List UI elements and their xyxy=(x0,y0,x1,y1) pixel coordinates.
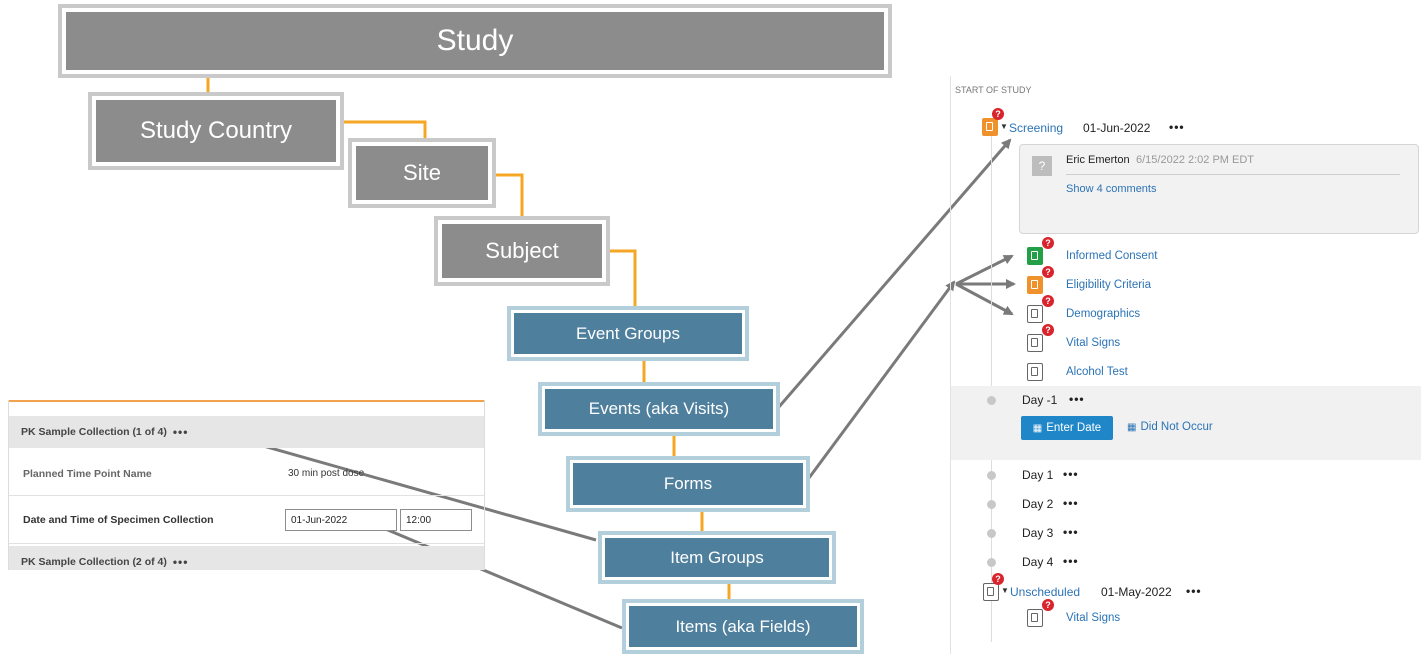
day-minus1-dot xyxy=(987,396,996,405)
arrow-forms-to-timeline xyxy=(804,280,956,483)
connector-site-subject xyxy=(490,173,524,220)
day-2-dot xyxy=(987,500,996,509)
day-3-menu-icon[interactable]: ••• xyxy=(1063,525,1079,539)
item-group-header[interactable]: PK Sample Collection (1 of 4) ••• xyxy=(9,416,484,448)
subject-box: Subject xyxy=(438,220,606,282)
day-1-label: Day 1 xyxy=(1022,468,1054,482)
screening-query-badge: ? xyxy=(992,108,1004,120)
study-box: Study xyxy=(62,8,888,74)
unscheduled-link[interactable]: Unscheduled xyxy=(1010,585,1081,599)
unscheduled-date: 01-May-2022 xyxy=(1101,585,1172,599)
study-country-box: Study Country xyxy=(92,96,340,166)
unscheduled-caret-icon[interactable]: ▼ xyxy=(1001,586,1009,595)
planned-time-row: Planned Time Point Name 30 min post dose xyxy=(9,452,484,496)
day-2-label: Day 2 xyxy=(1022,497,1054,511)
forms-label: Forms xyxy=(663,474,713,493)
items-label: Items (aka Fields) xyxy=(675,616,811,636)
events-label: Events (aka Visits) xyxy=(588,399,730,418)
site-box: Site xyxy=(352,142,492,204)
forms-box: Forms xyxy=(570,460,806,508)
eligibility-criteria-icon xyxy=(1027,276,1043,294)
study-country-label: Study Country xyxy=(139,117,293,144)
comment-author: Eric Emerton xyxy=(1066,154,1130,166)
calendar-icon: ▦ xyxy=(1032,422,1043,434)
day-1-dot xyxy=(987,471,996,480)
day-1-menu-icon[interactable]: ••• xyxy=(1063,467,1079,481)
calendar-x-icon: ▦ xyxy=(1127,422,1137,433)
eligibility-criteria-badge: ? xyxy=(1042,266,1054,278)
enter-date-button[interactable]: ▦ Enter Date xyxy=(1021,416,1113,440)
event-groups-label: Event Groups xyxy=(576,323,680,343)
screening-caret-icon[interactable]: ▼ xyxy=(1000,122,1008,131)
comment-avatar: ? xyxy=(1032,156,1052,176)
informed-consent-badge: ? xyxy=(1042,237,1054,249)
site-label: Site xyxy=(403,160,441,185)
screening-menu-icon[interactable]: ••• xyxy=(1169,120,1185,134)
planned-time-label: Planned Time Point Name xyxy=(23,468,152,480)
did-not-occur-label: Did Not Occur xyxy=(1140,421,1213,433)
day-2-menu-icon[interactable]: ••• xyxy=(1063,496,1079,510)
alcohol-test-icon xyxy=(1027,363,1043,381)
item-group-header-2[interactable]: PK Sample Collection (2 of 4) ••• xyxy=(9,546,484,570)
enter-date-label: Enter Date xyxy=(1046,422,1102,434)
timeline-panel: START OF STUDY ? ▼ Screening 01-Jun-2022… xyxy=(950,76,1421,654)
screening-date: 01-Jun-2022 xyxy=(1083,121,1151,135)
form-panel: PK Sample Collection (1 of 4) ••• Planne… xyxy=(8,400,485,570)
unscheduled-query-badge: ? xyxy=(992,573,1004,585)
comment-timestamp: 6/15/2022 2:02 PM EDT xyxy=(1136,154,1255,166)
connector-subject-eventgroups xyxy=(606,249,637,310)
day-4-label: Day 4 xyxy=(1022,555,1054,569)
event-groups-box: Event Groups xyxy=(511,310,745,357)
form-link-informed-consent[interactable]: Informed Consent xyxy=(1066,250,1158,262)
items-box: Items (aka Fields) xyxy=(626,603,860,650)
comment-divider xyxy=(1066,174,1400,175)
study-label: Study xyxy=(436,24,514,57)
item-groups-box: Item Groups xyxy=(602,535,832,580)
screening-link[interactable]: Screening xyxy=(1009,121,1064,135)
item-group-menu-icon[interactable]: ••• xyxy=(172,425,189,439)
item-group-title: PK Sample Collection (1 of 4) xyxy=(21,426,167,438)
form-link-vital-signs[interactable]: Vital Signs xyxy=(1066,337,1121,349)
form-panel-top-border xyxy=(9,400,484,402)
unscheduled-form-icon xyxy=(983,583,999,601)
did-not-occur-button[interactable]: ▦Did Not Occur xyxy=(1127,421,1213,433)
form-link-unscheduled-vital-signs[interactable]: Vital Signs xyxy=(1066,612,1121,624)
form-link-alcohol-test[interactable]: Alcohol Test xyxy=(1066,366,1128,378)
subject-label: Subject xyxy=(485,238,559,263)
specimen-datetime-row: Date and Time of Specimen Collection xyxy=(9,498,484,544)
demographics-badge: ? xyxy=(1042,295,1054,307)
day-3-dot xyxy=(987,529,996,538)
unscheduled-menu-icon[interactable]: ••• xyxy=(1186,584,1202,598)
day-4-dot xyxy=(987,558,996,567)
screening-form-icon xyxy=(982,118,998,136)
comment-card: ? Eric Emerton 6/15/2022 2:02 PM EDT Sho… xyxy=(1019,144,1419,234)
day-minus1-label: Day -1 xyxy=(1022,393,1058,407)
item-group-menu-icon-2[interactable]: ••• xyxy=(172,555,189,569)
vital-signs-icon xyxy=(1027,334,1043,352)
informed-consent-icon xyxy=(1027,247,1043,265)
specimen-datetime-label: Date and Time of Specimen Collection xyxy=(23,514,214,526)
timeline-line xyxy=(991,122,992,642)
day-4-menu-icon[interactable]: ••• xyxy=(1063,554,1079,568)
specimen-time-input[interactable] xyxy=(400,509,472,531)
unscheduled-vital-signs-badge: ? xyxy=(1042,599,1054,611)
vital-signs-badge: ? xyxy=(1042,324,1054,336)
show-comments-link[interactable]: Show 4 comments xyxy=(1066,183,1157,195)
demographics-icon xyxy=(1027,305,1043,323)
form-link-eligibility-criteria[interactable]: Eligibility Criteria xyxy=(1066,279,1151,291)
item-group-title-2: PK Sample Collection (2 of 4) xyxy=(21,556,167,568)
events-box: Events (aka Visits) xyxy=(542,386,776,432)
section-label: START OF STUDY xyxy=(955,85,1032,95)
day-3-label: Day 3 xyxy=(1022,526,1054,540)
connector-country-site xyxy=(340,120,427,142)
unscheduled-vital-signs-icon xyxy=(1027,609,1043,627)
specimen-date-input[interactable] xyxy=(285,509,397,531)
day-minus1-menu-icon[interactable]: ••• xyxy=(1069,392,1085,406)
planned-time-value: 30 min post dose xyxy=(288,468,365,479)
item-groups-label: Item Groups xyxy=(670,547,764,567)
form-link-demographics[interactable]: Demographics xyxy=(1066,308,1141,320)
